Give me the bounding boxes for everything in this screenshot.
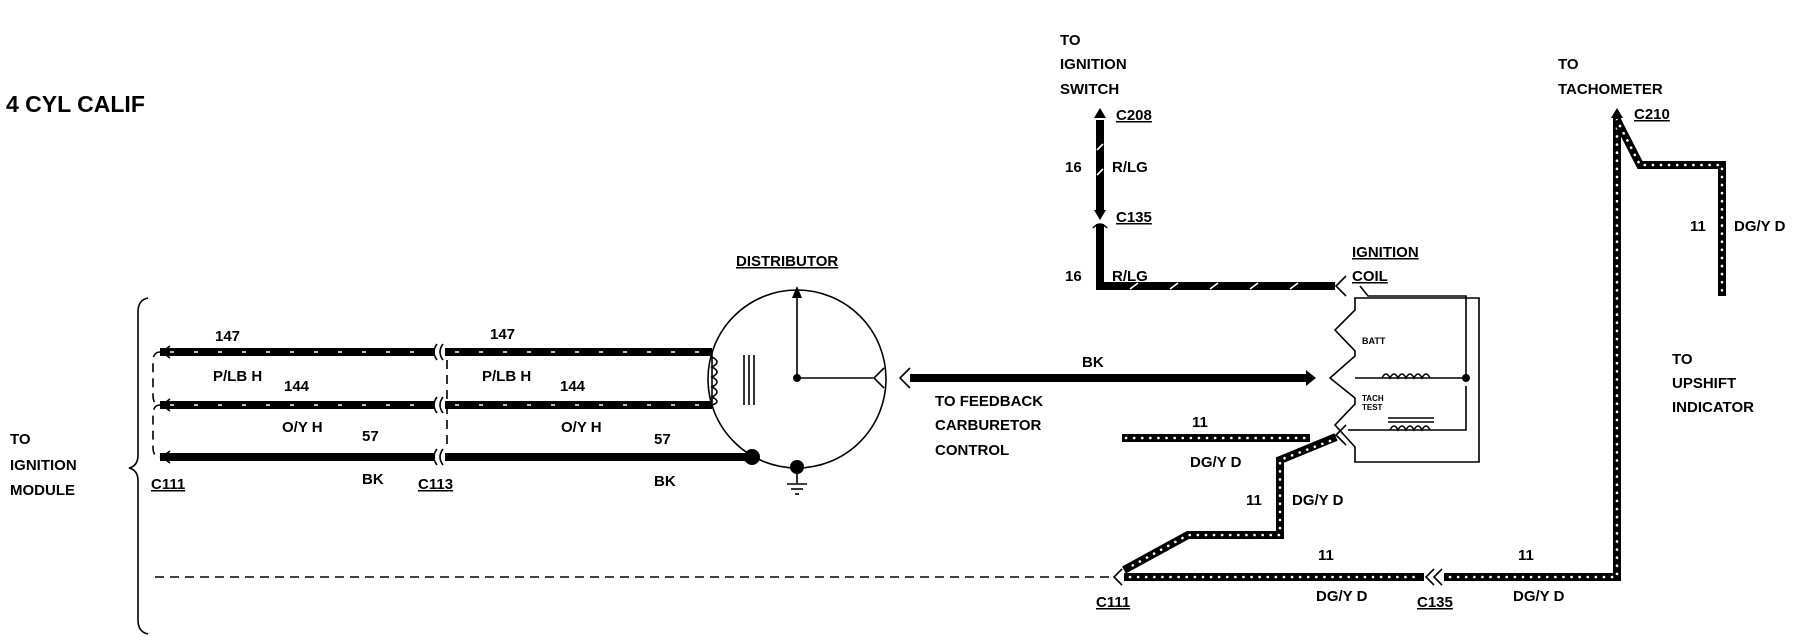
diagram-title: 4 CYL CALIF [6, 91, 145, 117]
distributor-label: DISTRIBUTOR [736, 253, 838, 270]
svg-text:TO: TO [10, 431, 31, 448]
label-16-bottom: 16 [1065, 268, 1082, 285]
svg-text:INDICATOR: INDICATOR [1672, 399, 1754, 416]
svg-text:CONTROL: CONTROL [935, 442, 1009, 459]
label-11-bottom-right: 11 [1518, 547, 1534, 564]
label-dgy-bottom-left: DG/Y D [1316, 588, 1368, 605]
svg-text:TEST: TEST [1362, 403, 1383, 412]
label-dgy-stub: DG/Y D [1190, 454, 1242, 471]
wire-11-to-tachometer [1444, 108, 1623, 581]
label-oy-mid: O/Y H [561, 419, 602, 436]
connector-c111-left: C111 [151, 345, 185, 493]
svg-text:MODULE: MODULE [10, 482, 75, 499]
svg-text:TO FEEDBACK: TO FEEDBACK [935, 393, 1043, 410]
label-144-left: 144 [284, 378, 310, 395]
distributor: DISTRIBUTOR [707, 253, 887, 495]
ignition-coil: IGNITION COIL BATT TACH TEST [1328, 244, 1480, 463]
label-147-left: 147 [215, 328, 240, 345]
connector-c210: C210 [1634, 106, 1670, 123]
svg-text:C111: C111 [1096, 594, 1130, 611]
svg-text:BATT: BATT [1362, 336, 1386, 346]
svg-text:CARBURETOR: CARBURETOR [935, 417, 1042, 434]
to-ignition-switch-label: TO IGNITION SWITCH [1060, 32, 1127, 98]
label-rlg-bottom: R/LG [1112, 268, 1148, 285]
to-tachometer-label: TO TACHOMETER [1558, 56, 1663, 98]
svg-text:TACHOMETER: TACHOMETER [1558, 81, 1663, 98]
connector-c111-bottom: C111 [1096, 568, 1130, 611]
svg-text:C210: C210 [1634, 106, 1670, 123]
to-feedback-label: TO FEEDBACK CARBURETOR CONTROL [935, 393, 1043, 459]
label-11-vert: 11 [1246, 492, 1262, 509]
svg-text:SWITCH: SWITCH [1060, 81, 1119, 98]
to-ignition-module-label: TO IGNITION MODULE [10, 431, 77, 499]
label-plb-mid: P/LB H [482, 368, 531, 385]
label-rlg-top: R/LG [1112, 159, 1148, 176]
connector-c135-top: C135 [1092, 209, 1152, 229]
wire-11-upshift [1613, 118, 1726, 296]
svg-text:TACH: TACH [1362, 394, 1384, 403]
label-11-upshift: 11 [1690, 218, 1706, 235]
svg-text:TO: TO [1060, 32, 1081, 49]
label-dgy-vert: DG/Y D [1292, 492, 1344, 509]
wire-11-stub [1122, 424, 1347, 446]
wire-57 [160, 449, 760, 465]
label-dgy-bottom-right: DG/Y D [1513, 588, 1565, 605]
label-oy-left: O/Y H [282, 419, 323, 436]
svg-text:C135: C135 [1417, 594, 1453, 611]
label-dgy-upshift: DG/Y D [1734, 218, 1786, 235]
connector-c113: C113 [418, 343, 453, 493]
label-plb-left: P/LB H [213, 368, 262, 385]
connector-c208: C208 [1094, 107, 1152, 124]
svg-text:C113: C113 [418, 476, 453, 493]
svg-text:C111: C111 [151, 476, 185, 493]
svg-text:C135: C135 [1116, 209, 1152, 226]
svg-text:COIL: COIL [1352, 268, 1388, 285]
label-147-mid: 147 [490, 326, 515, 343]
ignition-module-brace [128, 297, 149, 635]
label-16-top: 16 [1065, 159, 1082, 176]
svg-text:IGNITION: IGNITION [1060, 56, 1127, 73]
label-bk-left: BK [362, 471, 384, 488]
svg-text:IGNITION: IGNITION [10, 457, 77, 474]
svg-text:IGNITION: IGNITION [1352, 244, 1419, 261]
wire-11-coil-to-c111 [1122, 433, 1338, 574]
label-11-stub: 11 [1192, 414, 1208, 431]
svg-text:TO: TO [1672, 351, 1693, 368]
label-bk-coil: BK [1082, 354, 1104, 371]
label-57-mid: 57 [654, 431, 671, 448]
svg-text:UPSHIFT: UPSHIFT [1672, 375, 1736, 392]
connector-c135-bottom: C135 [1417, 568, 1453, 611]
svg-text:TO: TO [1558, 56, 1579, 73]
label-57-left: 57 [362, 428, 379, 445]
wire-rlg [1096, 120, 1347, 297]
label-bk-mid: BK [654, 473, 676, 490]
label-144-mid: 144 [560, 378, 586, 395]
wire-bk-coil [898, 367, 1316, 389]
to-upshift-label: TO UPSHIFT INDICATOR [1672, 351, 1754, 416]
svg-text:C208: C208 [1116, 107, 1152, 124]
label-11-bottom-left: 11 [1318, 547, 1334, 564]
